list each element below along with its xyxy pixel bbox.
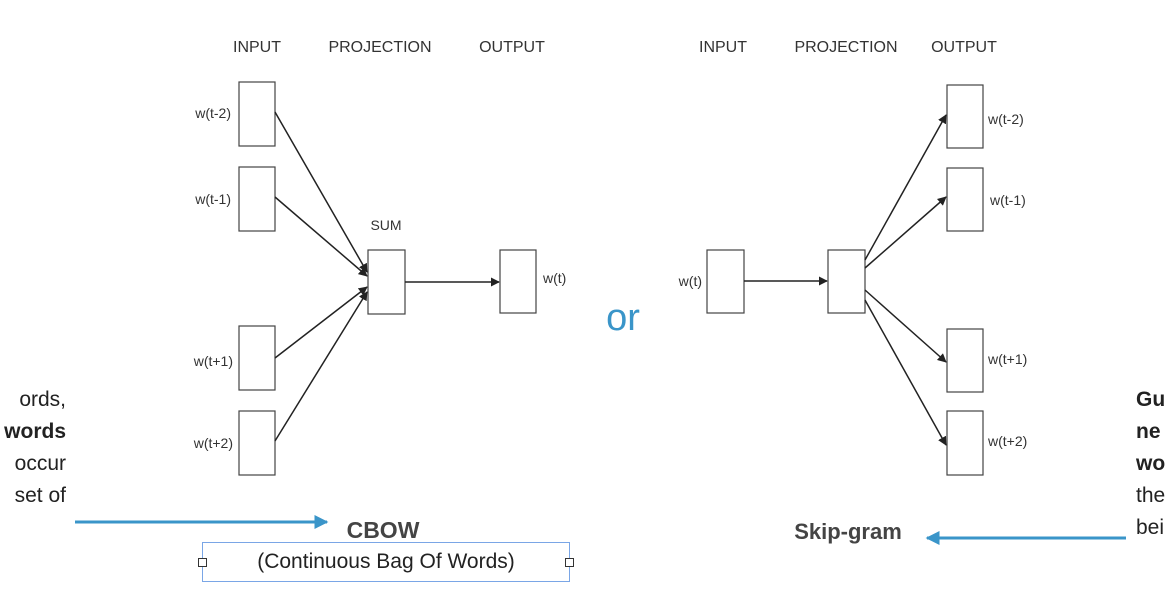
skipgram-title: Skip-gram: [794, 519, 902, 544]
cbow-projection-box: [367, 249, 406, 315]
left-description-line-4: set of: [14, 484, 66, 507]
cbow-edge-2: [274, 196, 368, 277]
cbow-input-label-2: w(t-1): [194, 191, 231, 207]
cbow-subtitle-textbox[interactable]: (Continuous Bag Of Words): [198, 542, 574, 582]
skipgram-edge-3: [864, 289, 947, 363]
skipgram-output-label-2: w(t-1): [989, 192, 1026, 208]
separator-or: or: [606, 297, 640, 339]
cbow-input-label-4: w(t+2): [193, 435, 233, 451]
skipgram-output-box-1: [946, 84, 984, 149]
right-description-line-5: bei: [1136, 516, 1165, 539]
skipgram-header-output: OUTPUT: [931, 39, 997, 56]
cbow-input-box-2: [238, 166, 276, 232]
right-description: Gu ne wo the bei: [1136, 384, 1165, 544]
cbow-input-box-3: [238, 325, 276, 391]
cbow-output-box: [499, 249, 537, 314]
cbow-edge-4: [274, 291, 368, 442]
skipgram-projection-box: [827, 249, 866, 314]
skipgram-edge-4: [864, 299, 947, 446]
cbow-output-label: w(t): [542, 270, 566, 286]
left-description-line-1: ords,: [19, 388, 66, 411]
right-description-line-2: ne: [1136, 420, 1161, 443]
skipgram-output-label-1: w(t-2): [987, 111, 1024, 127]
left-description-line-2: words: [4, 420, 66, 443]
skipgram-output-box-3: [946, 328, 984, 393]
cbow-edge-1: [274, 111, 368, 273]
cbow-subtitle[interactable]: (Continuous Bag Of Words): [257, 550, 515, 573]
left-description-line-3: occur: [14, 452, 66, 475]
skipgram-edge-2: [864, 196, 947, 269]
skipgram-edge-1: [864, 114, 947, 261]
right-description-line-3: wo: [1136, 452, 1166, 475]
cbow-input-box-4: [238, 410, 276, 476]
cbow-sum-label: SUM: [370, 217, 401, 233]
cbow-input-box-1: [238, 81, 276, 147]
cbow-header-projection: PROJECTION: [328, 39, 431, 56]
right-description-line-1: Gu: [1136, 388, 1166, 411]
cbow-header-output: OUTPUT: [479, 39, 545, 56]
resize-handle-right[interactable]: [565, 558, 574, 567]
cbow-diagram: INPUT PROJECTION OUTPUT w(t-2) w(t-1) w(…: [193, 39, 567, 543]
cbow-title: CBOW: [347, 517, 420, 543]
resize-handle-left[interactable]: [198, 558, 207, 567]
skipgram-output-label-4: w(t+2): [987, 433, 1027, 449]
skipgram-output-box-4: [946, 410, 984, 476]
cbow-input-label-1: w(t-2): [194, 105, 231, 121]
cbow-header-input: INPUT: [233, 39, 281, 56]
left-description: ords, words occur set of: [4, 384, 66, 512]
skipgram-input-label: w(t): [678, 273, 702, 289]
skipgram-header-projection: PROJECTION: [794, 39, 897, 56]
cbow-edge-3: [274, 286, 368, 359]
right-description-line-4: the: [1136, 484, 1166, 507]
skipgram-output-box-2: [946, 167, 984, 232]
skipgram-header-input: INPUT: [699, 39, 747, 56]
skipgram-diagram: INPUT PROJECTION OUTPUT w(t) w(t-2) w(t-…: [678, 39, 1028, 544]
skipgram-input-box: [706, 249, 745, 314]
cbow-input-label-3: w(t+1): [193, 353, 233, 369]
skipgram-output-label-3: w(t+1): [987, 351, 1027, 367]
